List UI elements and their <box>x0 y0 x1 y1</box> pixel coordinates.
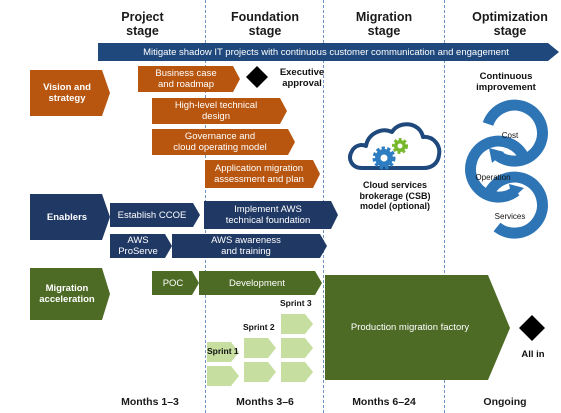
executive-approval-diamond <box>246 66 268 88</box>
arrow-ccoe <box>110 203 200 227</box>
label-executive-approval: Executive approval <box>279 67 325 89</box>
arrow-governance <box>152 129 295 155</box>
row-label-vision: Vision and strategy <box>43 82 91 104</box>
arrow-business-case <box>138 66 240 92</box>
label-sprint-1: Sprint 1 <box>207 346 239 356</box>
cycle-arrow-operation <box>465 135 531 203</box>
cycle-label-services: Services <box>494 212 526 221</box>
label-development: Development <box>229 277 285 289</box>
banner-text: Mitigate shadow IT projects with continu… <box>143 46 509 58</box>
sprint-chevron <box>281 314 313 334</box>
arrow-technical-design <box>152 98 287 124</box>
months-label-project: Months 1–3 <box>121 396 179 408</box>
row-arrow-vision <box>30 70 110 116</box>
sprint-chevron <box>244 338 276 358</box>
stage-header-optimization: Optimization stage <box>472 10 548 38</box>
gear-icon <box>392 138 408 154</box>
arrow-development <box>199 271 322 295</box>
label-technical-design: High-level technical design <box>174 100 258 122</box>
all-in-diamond <box>519 315 545 341</box>
label-sprint-2: Sprint 2 <box>243 322 275 332</box>
sprint-chevron <box>281 338 313 358</box>
cycle-arrow-cost <box>482 99 548 167</box>
label-poc: POC <box>162 277 184 289</box>
label-sprint-3: Sprint 3 <box>280 298 312 308</box>
arrow-assessment <box>205 160 320 188</box>
stage-header-foundation: Foundation stage <box>230 10 300 38</box>
cycle-label-operation: Operation <box>475 173 511 182</box>
cycle-label-cost: Cost <box>501 131 519 140</box>
sprint-chevron <box>244 362 276 382</box>
arrow-awareness <box>172 234 327 258</box>
sprint-chevron <box>207 342 239 362</box>
arrow-aws-foundation <box>204 201 338 229</box>
sprint-chevron <box>281 362 313 382</box>
label-proserve: AWS ProServe <box>118 235 158 257</box>
row-label-migration: Migration acceleration <box>39 283 95 305</box>
stage-header-project: Project stage <box>121 10 164 38</box>
arrow-poc <box>152 271 199 295</box>
gear-icon <box>372 146 396 170</box>
arrow-proserve <box>110 234 172 258</box>
label-factory: Production migration factory <box>350 321 470 333</box>
banner-arrow <box>98 43 559 61</box>
months-label-foundation: Months 3–6 <box>236 396 294 408</box>
label-ccoe: Establish CCOE <box>117 209 187 221</box>
row-arrow-migration <box>30 268 110 320</box>
stage-header-migration: Migration stage <box>355 10 413 38</box>
row-arrow-enablers <box>30 194 110 240</box>
arrow-factory <box>325 275 510 380</box>
sprint-chevron <box>207 366 239 386</box>
cycle-arrow-services <box>482 171 548 239</box>
stage-divider <box>444 0 445 413</box>
label-continuous-improvement: Continuous improvement <box>476 71 536 93</box>
label-all-in: All in <box>521 349 545 360</box>
row-label-enablers: Enablers <box>46 211 88 223</box>
label-csb-model: Cloud services brokerage (CSB) model (op… <box>359 180 431 211</box>
label-awareness: AWS awareness and training <box>211 235 281 257</box>
label-aws-foundation: Implement AWS technical foundation <box>225 204 311 226</box>
months-label-optimization: Ongoing <box>483 396 527 408</box>
label-business-case: Business case and roadmap <box>155 68 217 90</box>
label-assessment: Application migration assessment and pla… <box>214 163 304 185</box>
months-label-migration: Months 6–24 <box>352 396 416 408</box>
label-governance: Governance and cloud operating model <box>173 131 267 153</box>
